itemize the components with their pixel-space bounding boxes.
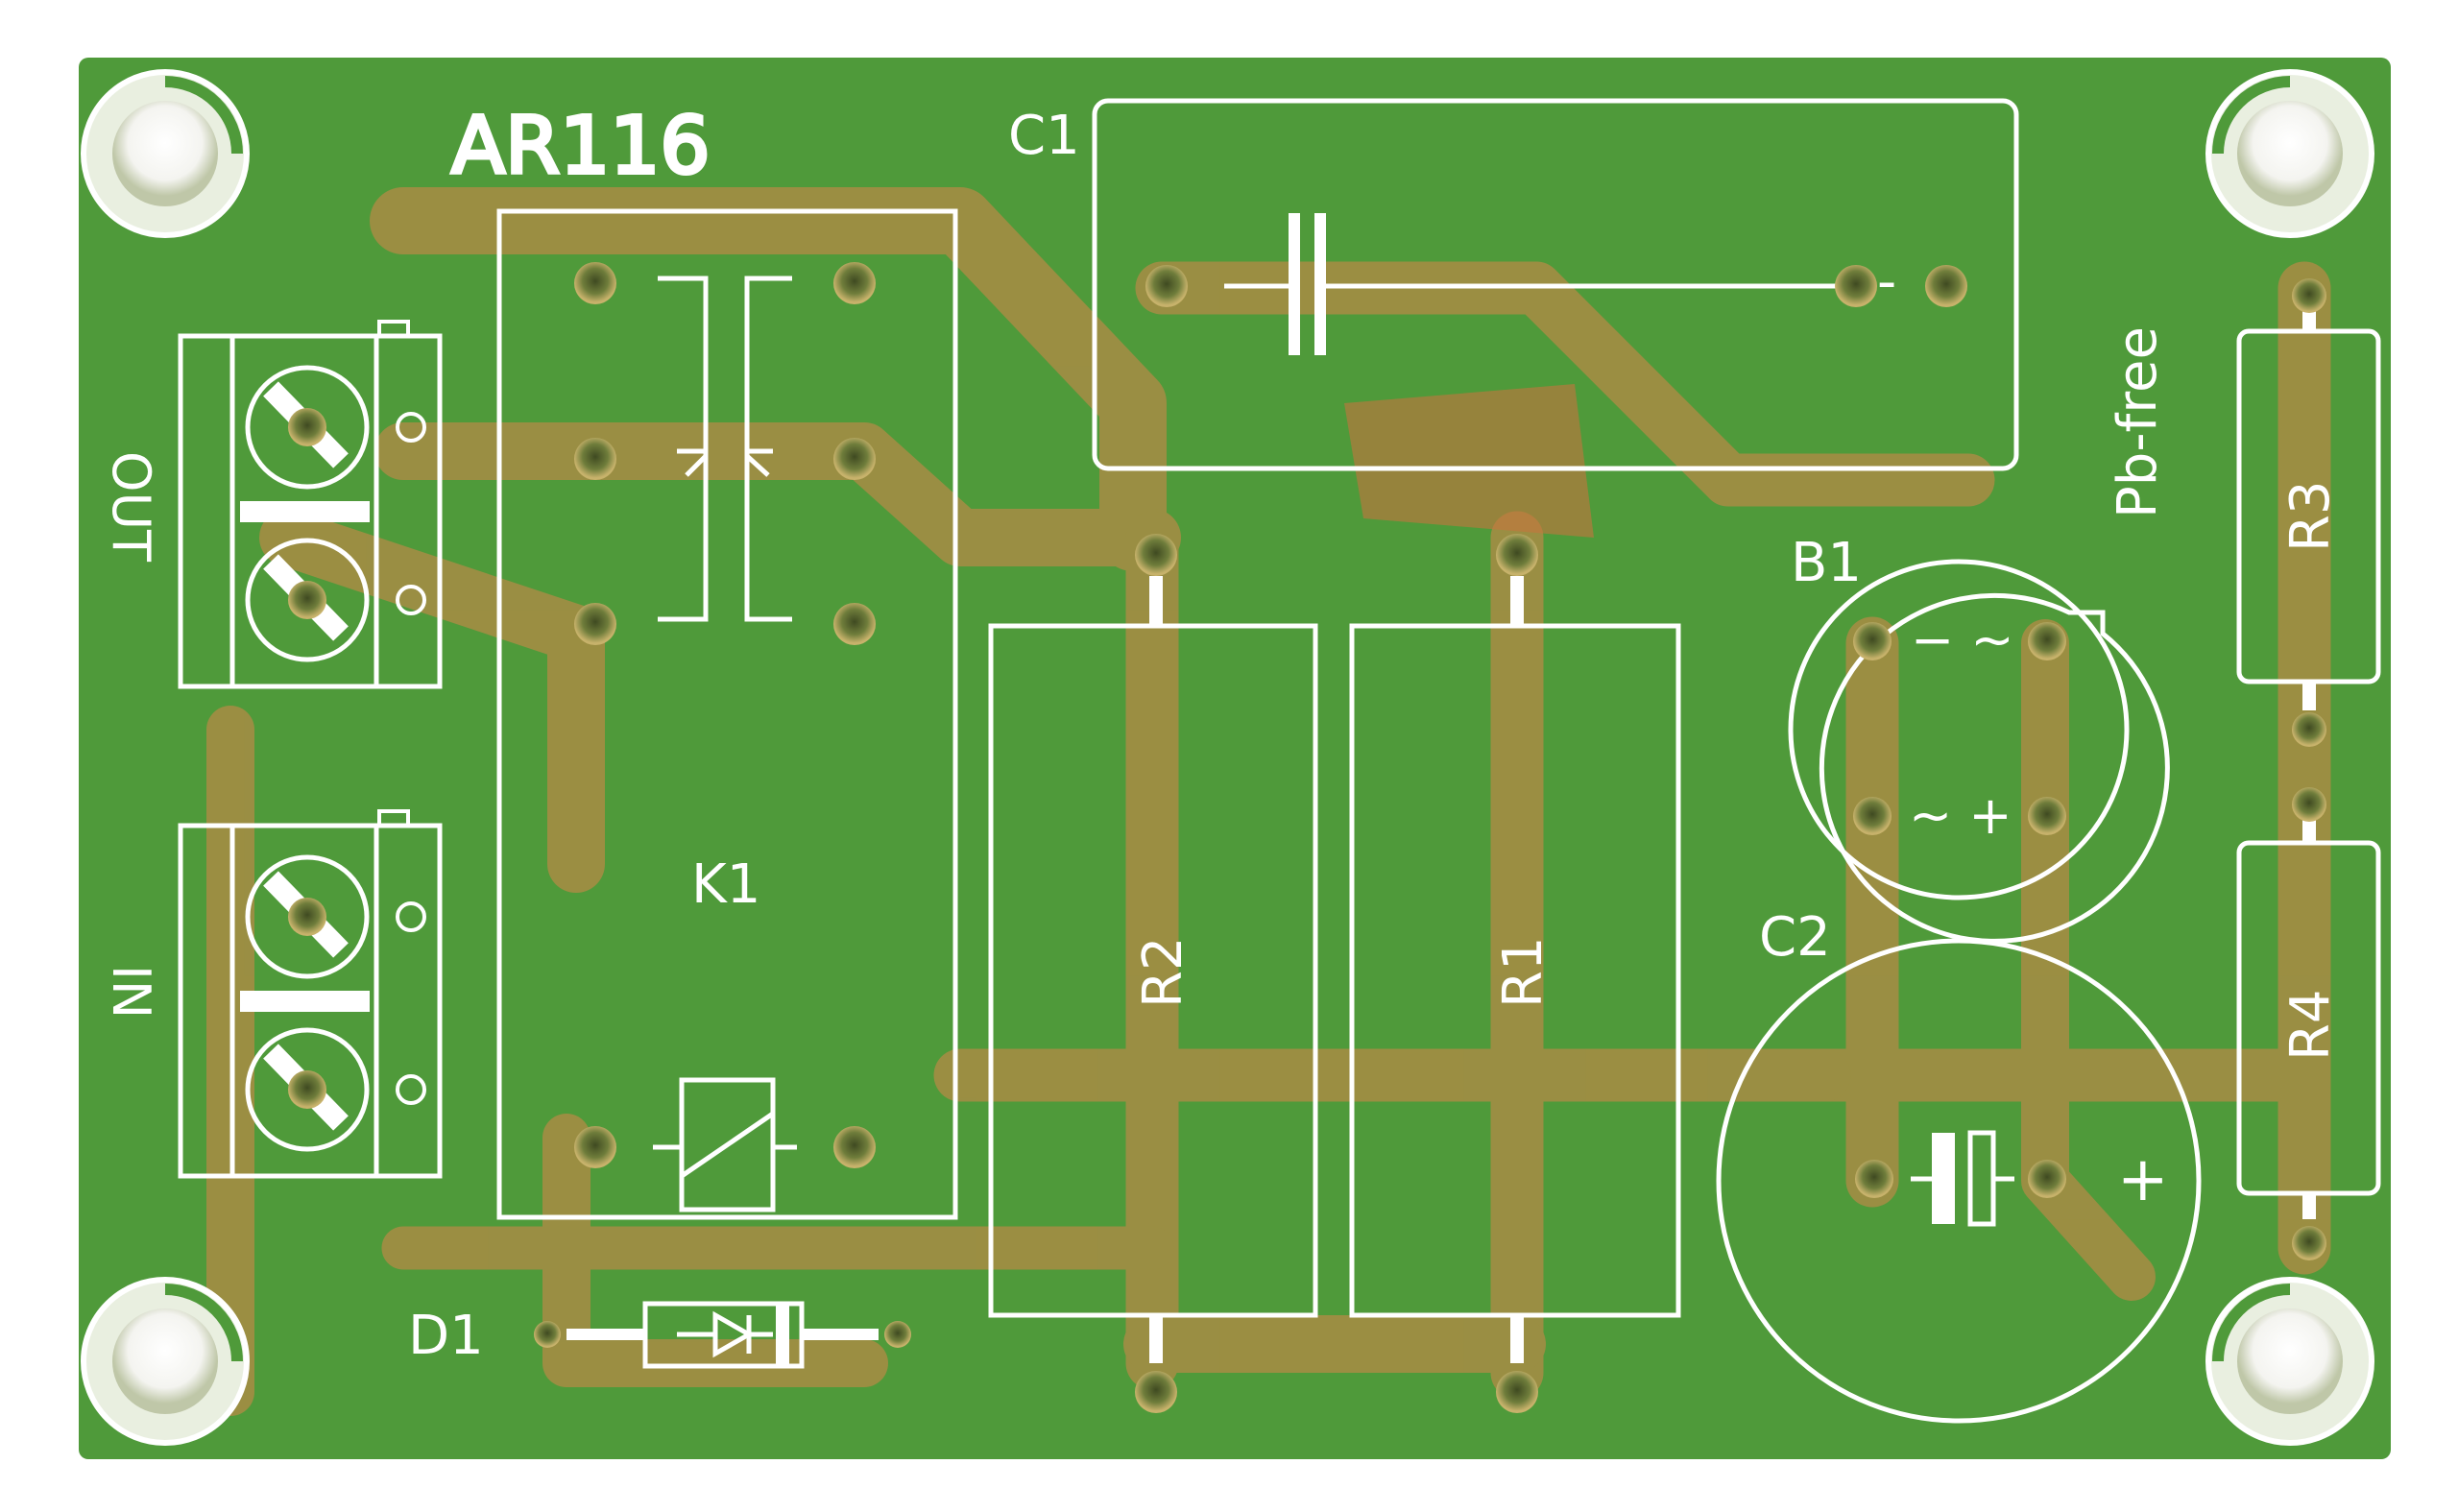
terminal-out-label: OUT bbox=[101, 451, 161, 563]
resistor-r2-label: R2 bbox=[1132, 936, 1194, 1008]
bridge-b1-ac-plus-marking: ~ + bbox=[1909, 785, 2012, 846]
capacitor-c2-footprint bbox=[1716, 938, 2202, 1424]
capacitor-c1-footprint bbox=[1092, 98, 2019, 471]
resistor-r3-label: R3 bbox=[2279, 480, 2342, 552]
terminal-block-out bbox=[178, 320, 443, 689]
resistor-r2-footprint bbox=[988, 534, 1318, 1413]
relay-pads bbox=[574, 262, 876, 1168]
pad bbox=[833, 603, 876, 645]
pad bbox=[574, 603, 616, 645]
pad bbox=[574, 438, 616, 480]
bridge-b1-label: B1 bbox=[1791, 532, 1862, 594]
bridge-b1-ac-minus-marking: − ~ bbox=[1911, 610, 2014, 670]
terminal-block-in bbox=[178, 809, 443, 1179]
mounting-hole-bottom-right bbox=[2205, 1277, 2374, 1446]
mounting-hole-top-left bbox=[81, 69, 250, 238]
pad bbox=[833, 1126, 876, 1168]
exposed-copper-patch bbox=[1344, 384, 1594, 538]
mounting-hole-bottom-left bbox=[81, 1277, 250, 1446]
diode-d1-footprint bbox=[534, 1301, 911, 1369]
relay-k1-footprint bbox=[496, 208, 958, 1220]
pb-free-label: Pb-free bbox=[2107, 326, 2169, 518]
bridge-b1-footprint bbox=[1788, 559, 2170, 944]
pcb-substrate bbox=[79, 58, 2391, 1459]
pad bbox=[833, 262, 876, 304]
capacitor-c2-plus-sign: + bbox=[2117, 1144, 2169, 1215]
capacitor-c1-minus-sign: - bbox=[1877, 251, 1896, 313]
capacitor-c2-label: C2 bbox=[1759, 906, 1831, 969]
relay-k1-label: K1 bbox=[691, 853, 760, 916]
resistor-r4-label: R4 bbox=[2279, 989, 2342, 1061]
resistor-r1-label: R1 bbox=[1492, 936, 1554, 1008]
board-title: AR116 bbox=[451, 101, 711, 192]
resistor-r1-footprint bbox=[1349, 534, 1681, 1413]
pad bbox=[574, 262, 616, 304]
diode-d1-label: D1 bbox=[408, 1305, 484, 1367]
mounting-hole-top-right bbox=[2205, 69, 2374, 238]
resistor-r3-footprint bbox=[2236, 278, 2381, 747]
resistor-r4-footprint bbox=[2236, 787, 2381, 1260]
pad bbox=[574, 1126, 616, 1168]
terminal-in-label: IN bbox=[101, 965, 161, 1019]
pad bbox=[833, 438, 876, 480]
capacitor-c1-label: C1 bbox=[1008, 105, 1080, 167]
